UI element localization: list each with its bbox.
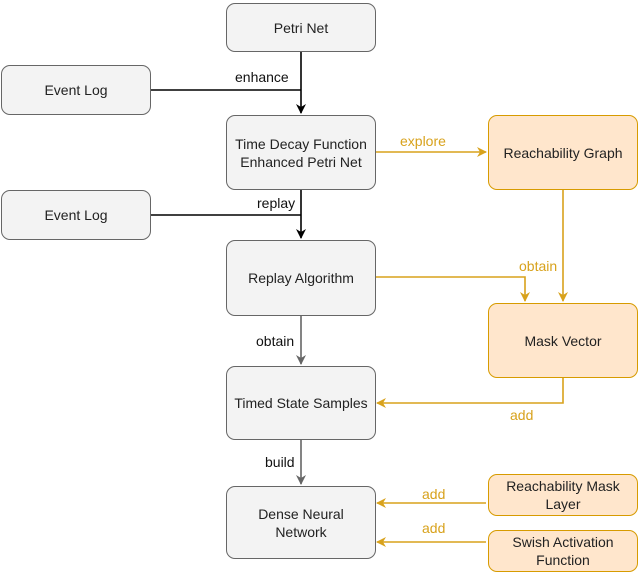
- label-build: build: [265, 454, 295, 470]
- label-add-swish: add: [422, 520, 446, 536]
- node-event-log-1: Event Log: [1, 65, 151, 115]
- label-obtain-samples: obtain: [256, 333, 295, 349]
- label-add-samples: add: [510, 407, 534, 423]
- edge-replay-to-mask: [376, 276, 530, 302]
- node-mask-vector: Mask Vector: [488, 303, 638, 378]
- node-reachability-mask-layer: Reachability Mask Layer: [488, 474, 638, 516]
- node-timed-state-samples: Timed State Samples: [226, 366, 376, 440]
- label-replay: replay: [257, 195, 296, 211]
- node-petri-net: Petri Net: [226, 3, 376, 52]
- node-swish-activation: Swish Activation Function: [488, 530, 638, 572]
- node-replay-algorithm: Replay Algorithm: [226, 240, 376, 316]
- label-obtain-mask: obtain: [519, 258, 558, 274]
- node-event-log-2: Event Log: [1, 190, 151, 240]
- node-dense-neural-network: Dense Neural Network: [226, 486, 376, 559]
- node-enhanced-petri-net: Time Decay Function Enhanced Petri Net: [226, 115, 376, 190]
- label-enhance: enhance: [235, 69, 289, 85]
- label-add-layer: add: [422, 486, 446, 502]
- edge-mask-to-samples: [376, 378, 564, 408]
- node-reachability-graph: Reachability Graph: [488, 115, 638, 190]
- label-explore: explore: [400, 133, 446, 149]
